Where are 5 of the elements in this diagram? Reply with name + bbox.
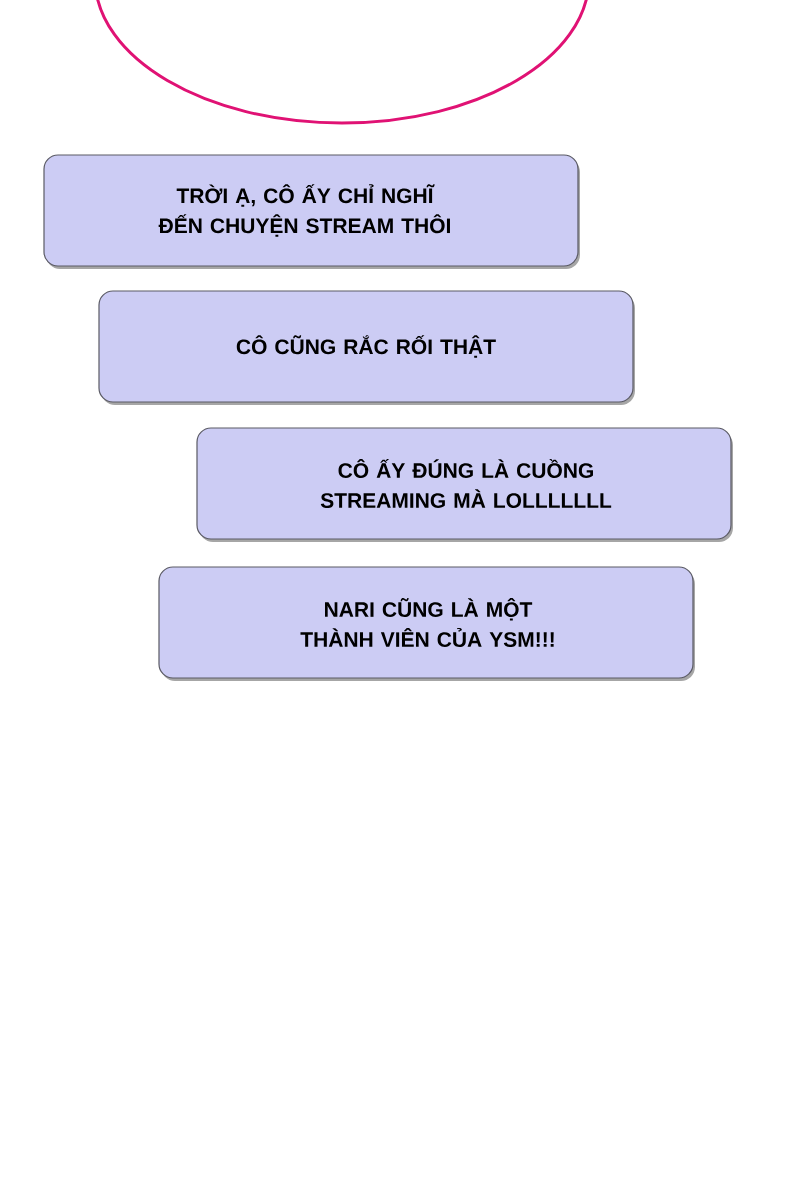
speech-box: NARI CŨNG LÀ MỘT THÀNH VIÊN CỦA YSM!!!	[158, 566, 695, 681]
speech-box: CÔ CŨNG RẮC RỐI THẬT	[98, 290, 635, 405]
speech-box: TRỜI Ạ, CÔ ẤY CHỈ NGHĨ ĐẾN CHUYỆN STREAM THÔI	[43, 154, 580, 269]
speech-bubble	[93, 0, 591, 125]
speech-box: CÔ ẤY ĐÚNG LÀ CUỒNG STREAMING MÀ LOLLLLLLL	[196, 427, 733, 542]
